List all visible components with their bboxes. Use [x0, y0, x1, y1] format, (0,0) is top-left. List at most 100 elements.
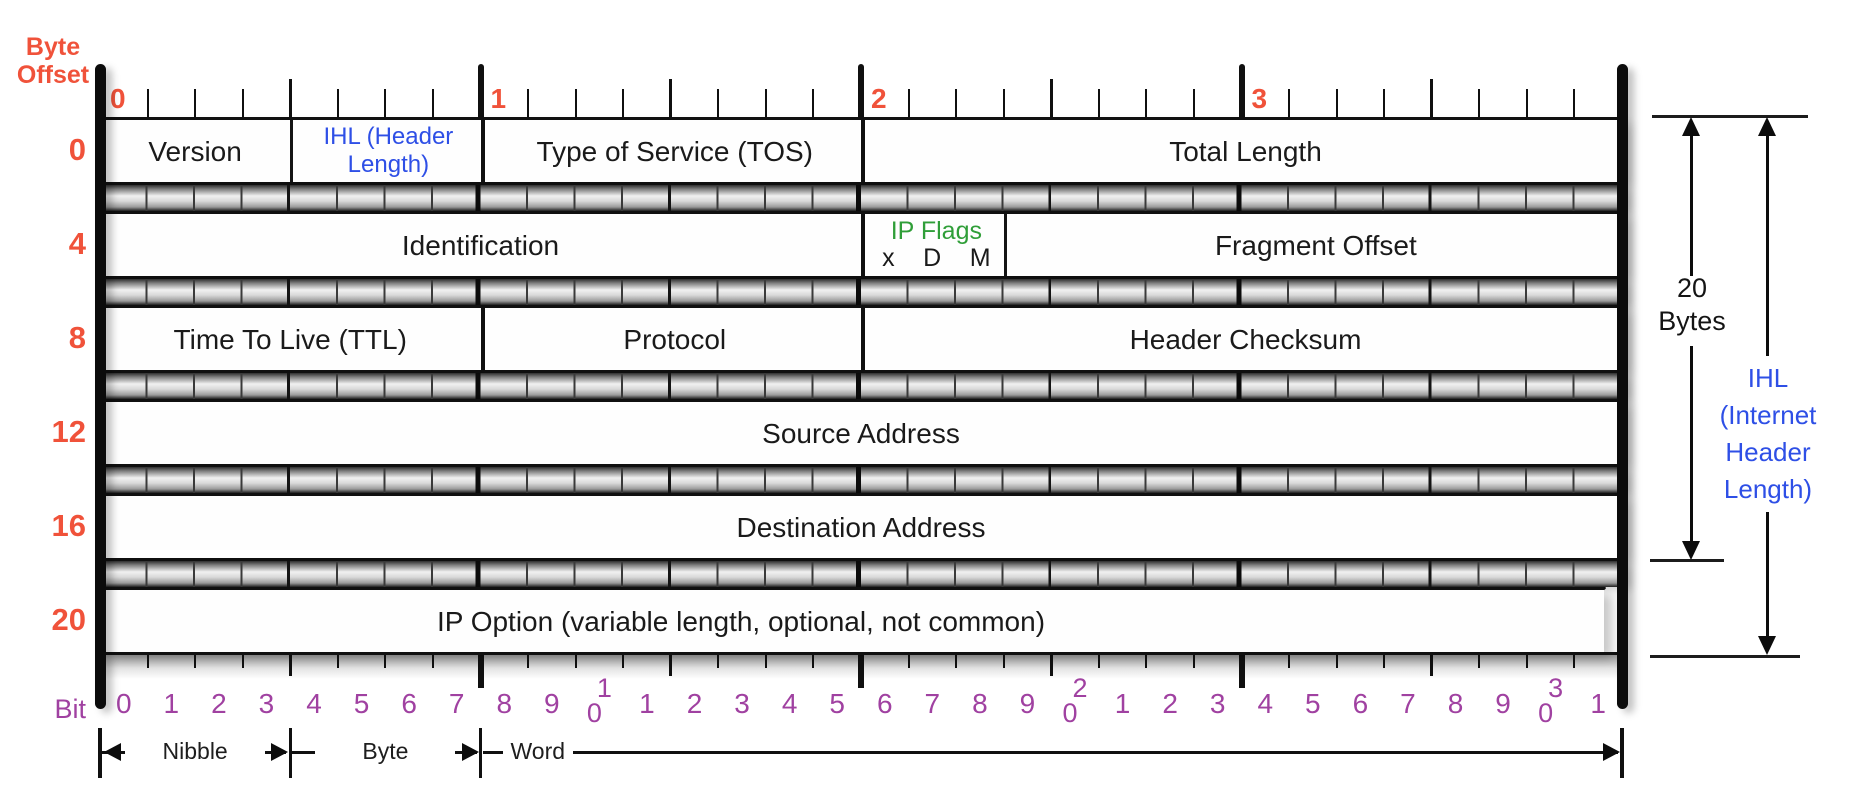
bit-number-16: 6 — [876, 688, 893, 719]
span-label-nibble: Nibble — [125, 738, 266, 764]
bit-number-2: 2 — [211, 688, 227, 719]
separator-strip — [100, 561, 1622, 587]
arrowhead-left-icon — [104, 743, 121, 761]
top-ruler-bit-tick — [764, 89, 767, 117]
top-ruler-bit-tick — [384, 89, 387, 117]
field-fragment-offset: Fragment Offset — [1003, 214, 1625, 276]
top-ruler-bit-tick — [1288, 89, 1291, 117]
top-ruler-nibble-tick — [288, 79, 292, 117]
field-label: Source Address — [762, 417, 960, 449]
bottom-ruler-bit-tick — [574, 655, 577, 668]
row-offset-label: 16 — [51, 508, 86, 543]
field-label: Destination Address — [736, 511, 986, 543]
bit-number-26: 6 — [1352, 688, 1369, 719]
bottom-ruler-bit-tick — [527, 655, 530, 668]
bit-number-digit: 3 — [1548, 673, 1564, 703]
field-total-length: Total Length — [861, 120, 1626, 182]
field-label: Type of Service (TOS) — [536, 135, 813, 167]
top-ruler-bit-tick — [1145, 89, 1148, 117]
field-label: Fragment Offset — [1214, 229, 1417, 261]
field-source-address: Source Address — [100, 402, 1622, 464]
top-ruler-bit-tick — [527, 89, 530, 117]
bit-number-27: 7 — [1400, 688, 1416, 719]
arrowhead-up-20bytes-icon — [1682, 117, 1700, 136]
span-label-word: Word — [502, 738, 574, 764]
field-version: Version — [100, 120, 290, 182]
top-ruler-bit-tick — [717, 89, 720, 117]
row-offset-12: Source Address — [100, 399, 1622, 467]
bottom-ruler-bit-tick — [146, 655, 149, 668]
row-offset-20: IP Option (variable length, optional, no… — [100, 587, 1604, 655]
span-boundary-bar — [1620, 728, 1624, 778]
arrowhead-up-ihl-icon — [1758, 117, 1776, 136]
bytes-count-label: 20 Bytes — [1638, 272, 1746, 338]
bottom-ruler-byte-tick — [1238, 655, 1245, 688]
top-ruler-bit-tick — [194, 89, 197, 117]
ihl-line-3: Header — [1725, 437, 1811, 467]
bottom-ruler-bit-tick — [336, 655, 339, 668]
span-boundary-bar — [288, 728, 292, 778]
field-label: Protocol — [623, 323, 727, 355]
bottom-ruler-bit-tick — [1002, 655, 1005, 668]
bottom-ruler-bit-tick — [1335, 655, 1338, 668]
top-ruler-bit-tick — [1383, 89, 1386, 117]
bottom-ruler-bit-tick — [764, 655, 767, 668]
bytes-count-value: 20 — [1676, 273, 1708, 303]
top-ruler-bit-tick — [431, 89, 434, 117]
row-offset-label: 12 — [51, 414, 86, 449]
field-type-of-service-tos: Type of Service (TOS) — [480, 120, 866, 182]
bit-number-digit: 0 — [1538, 698, 1554, 728]
top-ruler-byte-tick — [477, 64, 484, 117]
top-ruler-bit-tick — [907, 89, 910, 117]
field-label: Version — [148, 135, 242, 167]
arrowhead-down-20bytes-icon — [1682, 541, 1700, 560]
20-bytes-arrow-lower-shaft — [1690, 346, 1693, 544]
top-ruler-byte-tick — [1238, 64, 1245, 117]
top-ruler-nibble-tick — [1049, 79, 1053, 117]
flag-letter-M: M — [969, 244, 991, 272]
bit-number-14: 4 — [781, 688, 798, 719]
bit-axis-label: Bit — [54, 694, 86, 724]
bit-number-9: 9 — [544, 688, 560, 719]
top-ruler-bit-tick — [1478, 89, 1481, 117]
bit-number-13: 3 — [734, 688, 750, 719]
field-label-line: IHL (Header — [323, 123, 454, 150]
field-header-checksum: Header Checksum — [861, 308, 1626, 370]
ihl-annotation-text: IHL (Internet Header Length) — [1680, 360, 1850, 508]
bytes-count-unit: Bytes — [1658, 306, 1726, 336]
top-ruler-bit-tick — [955, 89, 958, 117]
bit-number-8: 8 — [496, 688, 513, 719]
baseline-patch — [1580, 652, 1622, 655]
bottom-ruler-byte-tick — [858, 655, 864, 688]
ihl-line-2: (Internet — [1719, 400, 1817, 430]
bracket-top-line — [1652, 115, 1808, 118]
flag-letter-x: x — [882, 244, 895, 272]
top-ruler-bit-tick — [1335, 89, 1338, 117]
ihl-arrow-lower-shaft — [1766, 512, 1769, 638]
bottom-ruler-bit-tick — [622, 655, 625, 668]
bit-number-4: 4 — [306, 688, 322, 719]
top-ruler-bit-tick — [812, 89, 815, 117]
top-ruler-bit-tick — [622, 89, 625, 117]
bottom-ruler-bit-tick — [717, 655, 720, 668]
bottom-ruler-bit-tick — [384, 655, 387, 668]
top-ruler-bit-tick — [1192, 89, 1195, 117]
top-ruler-bit-tick — [1573, 89, 1576, 117]
bottom-ruler-bit-tick — [241, 655, 244, 668]
arrowhead-right-icon — [461, 743, 479, 761]
row-offset-label: 0 — [68, 132, 86, 167]
bottom-ruler-bit-tick — [1288, 655, 1291, 668]
bit-number-23: 3 — [1209, 688, 1226, 719]
bit-number-0: 0 — [115, 688, 132, 719]
field-time-to-live-ttl: Time To Live (TTL) — [100, 308, 481, 370]
bottom-ruler-bit-tick — [1478, 655, 1481, 668]
bit-number-17: 7 — [924, 688, 941, 719]
field-destination-address: Destination Address — [100, 496, 1622, 558]
bottom-ruler-bit-tick — [812, 655, 815, 668]
bit-number-19: 9 — [1019, 688, 1036, 719]
